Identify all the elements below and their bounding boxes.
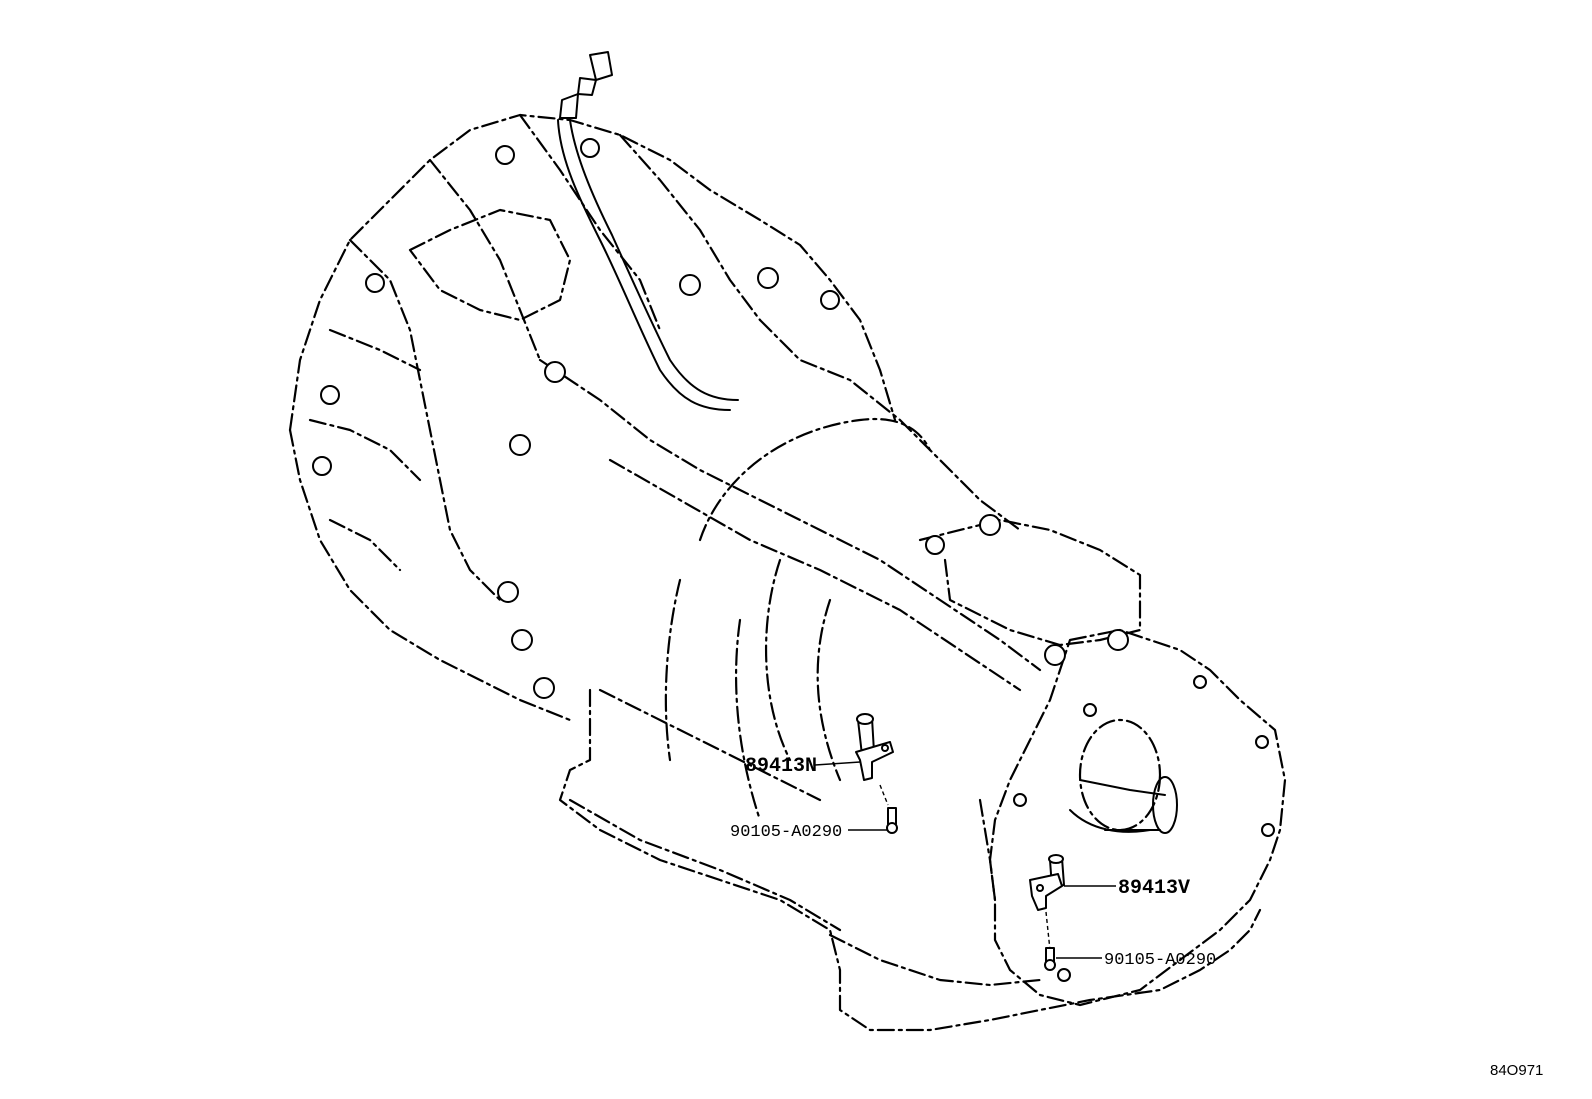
speed-sensor-upper [855,713,894,806]
leader-sensor-upper [814,761,861,766]
callout-89413N: 89413N [745,755,817,778]
callout-bolt-upper: 90105-A0290 [730,823,842,842]
speed-sensor-lower [1029,854,1065,951]
housing-bosses [312,138,1275,982]
callout-89413V: 89413V [1118,877,1190,900]
callout-bolt-lower: 90105-A0290 [1104,951,1216,970]
bolt-lower [1044,947,1056,971]
transmission-housing [288,113,1287,1032]
illustration-code: 84O971 [1490,1062,1543,1079]
wire-harness [557,51,739,411]
bolt-upper [886,807,898,834]
